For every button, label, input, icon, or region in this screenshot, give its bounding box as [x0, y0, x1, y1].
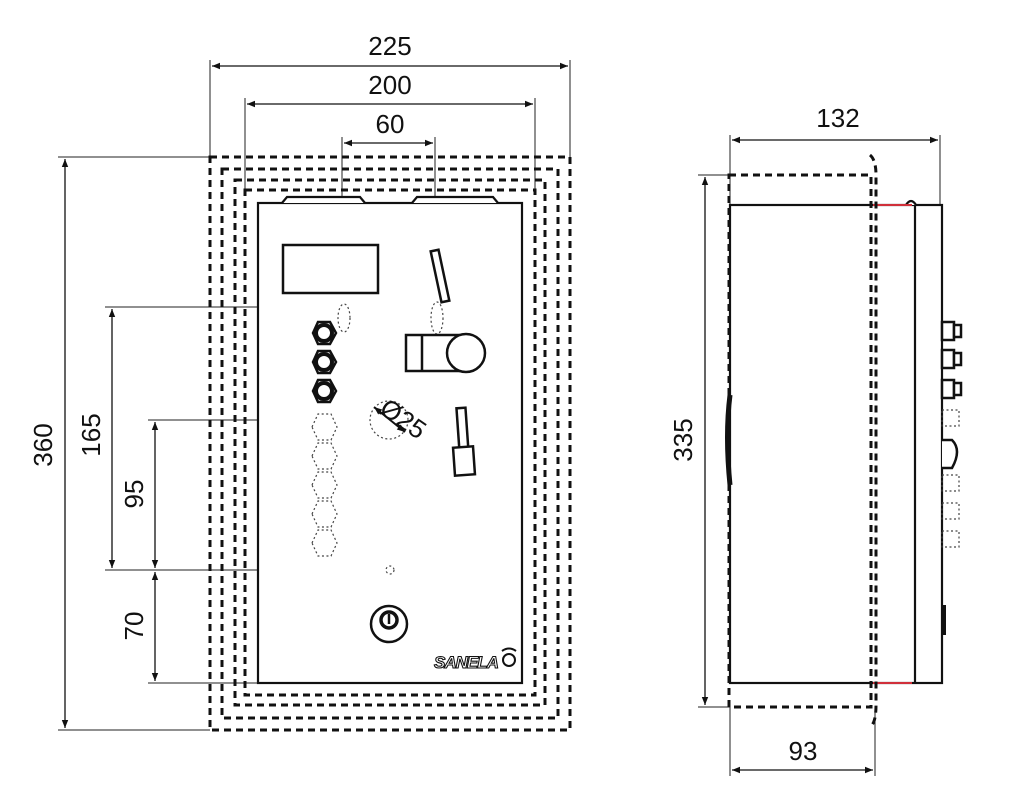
optional-button [311, 500, 338, 528]
optional-button [311, 413, 338, 441]
dim-line-diameter [373, 406, 406, 433]
dim-360: 360 [28, 423, 58, 466]
dim-200: 200 [368, 70, 411, 100]
hidden-slot-2 [337, 303, 351, 333]
dim-93: 93 [789, 736, 818, 766]
recess-outline [727, 173, 873, 709]
dim-95: 95 [119, 480, 149, 509]
wall-cutout-outline-inner [233, 178, 547, 707]
button[interactable] [311, 378, 338, 404]
dim-225: 225 [368, 31, 411, 61]
button[interactable] [311, 320, 338, 346]
dim-132: 132 [816, 103, 859, 133]
dim-165: 165 [76, 413, 106, 456]
side-buttons [940, 320, 963, 635]
outer-frame-outline [208, 155, 572, 732]
wall-cutout-outline [243, 188, 537, 697]
svg-text:SANELA: SANELA [434, 653, 499, 672]
dim-70: 70 [119, 612, 149, 641]
coin-slot [429, 248, 451, 304]
wall-line [868, 153, 878, 726]
coin-return [404, 332, 487, 374]
dim-60: 60 [376, 109, 405, 139]
hole-25 [369, 400, 409, 440]
hidden-point [385, 565, 395, 575]
dim-335: 335 [668, 418, 698, 461]
token-slot [451, 406, 477, 477]
sanela-logo: SANELA [433, 647, 517, 673]
optional-button [311, 442, 338, 470]
front-view: 225 200 60 360 165 95 70 [28, 31, 572, 732]
button[interactable] [311, 349, 338, 375]
optional-button [311, 529, 338, 557]
lock-icon [369, 604, 409, 644]
buttons [311, 320, 338, 557]
optional-button [311, 471, 338, 499]
outer-frame-outline-inner [220, 167, 560, 720]
top-tabs [281, 195, 499, 204]
cabinet-side [728, 203, 944, 685]
side-view: 132 335 93 [668, 103, 963, 776]
display [281, 243, 380, 295]
